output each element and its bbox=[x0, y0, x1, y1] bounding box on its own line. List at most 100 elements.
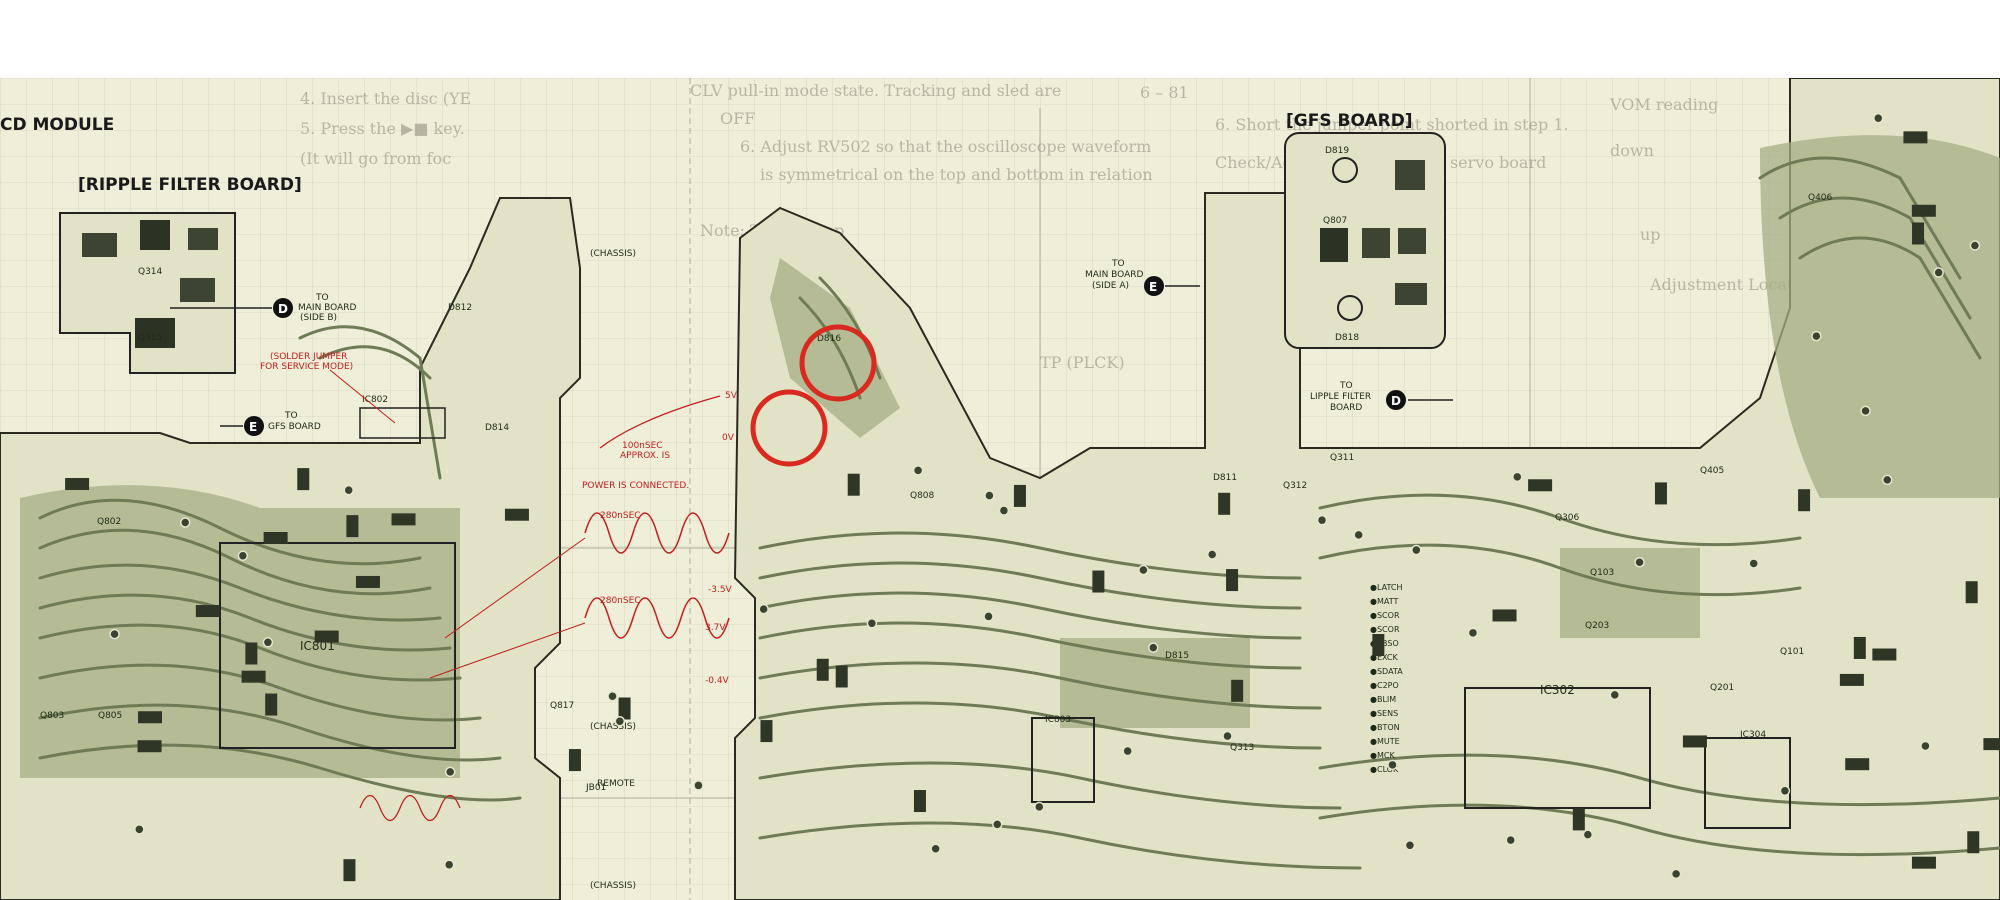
svg-text:5. Press the ▶■ key.: 5. Press the ▶■ key. bbox=[300, 119, 465, 138]
svg-text:BOARD: BOARD bbox=[1330, 403, 1362, 413]
svg-text:CLV pull-in mode state. Tracki: CLV pull-in mode state. Tracking and sle… bbox=[690, 81, 1061, 100]
signal-name: ●CLOK bbox=[1370, 765, 1399, 774]
via-pad bbox=[693, 780, 704, 791]
svg-text:Q311: Q311 bbox=[1330, 453, 1354, 463]
via-pad bbox=[262, 637, 274, 648]
smd-part bbox=[913, 790, 926, 813]
via-pad bbox=[1920, 740, 1931, 752]
highlight-circle-d816 bbox=[799, 324, 877, 402]
svg-text:VOM reading: VOM reading bbox=[1609, 95, 1718, 114]
svg-text:FOR SERVICE MODE): FOR SERVICE MODE) bbox=[260, 362, 353, 372]
svg-text:GFS BOARD: GFS BOARD bbox=[268, 422, 321, 432]
via-pad bbox=[1122, 745, 1133, 757]
signal-name-list: ●LATCH●MATT●SCOR●SCOR●SBSO●EXCK●SDATA●C2… bbox=[1370, 583, 1403, 774]
via-pad bbox=[866, 618, 878, 629]
svg-text:Q103: Q103 bbox=[1590, 568, 1614, 578]
svg-text:up: up bbox=[1640, 225, 1661, 244]
red-annotations: (SOLDER JUMPER FOR SERVICE MODE) POWER I… bbox=[260, 352, 738, 822]
svg-text:(SIDE A): (SIDE A) bbox=[1092, 281, 1129, 291]
smd-part bbox=[1231, 679, 1244, 702]
via-pad bbox=[1872, 112, 1884, 124]
smd-part bbox=[1872, 648, 1897, 661]
svg-text:E: E bbox=[1149, 280, 1157, 294]
ic304: IC304 bbox=[1704, 730, 1791, 829]
connector-d-left[interactable]: D TO MAIN BOARD (SIDE B) bbox=[170, 293, 357, 323]
via-pad bbox=[1969, 240, 1981, 251]
svg-text:Q803: Q803 bbox=[40, 711, 64, 721]
smd-part bbox=[847, 473, 860, 496]
svg-text:IC304: IC304 bbox=[1740, 730, 1766, 740]
svg-text:D: D bbox=[278, 302, 288, 316]
smd-part bbox=[1654, 482, 1667, 505]
svg-text:100nSEC: 100nSEC bbox=[622, 441, 663, 451]
svg-text:APPROX. IS: APPROX. IS bbox=[620, 451, 670, 461]
smd-part bbox=[835, 665, 848, 688]
svg-text:D812: D812 bbox=[448, 303, 472, 313]
connector-e-mid[interactable]: E TO MAIN BOARD (SIDE A) bbox=[1085, 259, 1200, 296]
q314-label: Q314 bbox=[138, 267, 163, 277]
via-pad bbox=[1512, 471, 1523, 483]
smd-part bbox=[1845, 758, 1870, 771]
via-pad bbox=[1582, 829, 1594, 840]
via-pad bbox=[758, 603, 769, 615]
right-board-outline bbox=[733, 78, 2000, 900]
svg-text:TO: TO bbox=[284, 411, 298, 421]
smd-part bbox=[1911, 856, 1936, 869]
svg-text:-3.5V: -3.5V bbox=[708, 585, 733, 595]
svg-text:Q101: Q101 bbox=[1780, 647, 1804, 657]
via-pad bbox=[1748, 558, 1759, 569]
via-pad bbox=[1404, 840, 1416, 851]
via-pad bbox=[1353, 529, 1364, 541]
smd-part bbox=[1372, 634, 1385, 657]
svg-text:TO: TO bbox=[1339, 381, 1353, 391]
smd-part bbox=[355, 575, 380, 588]
smd-part bbox=[137, 740, 162, 753]
connector-d-right[interactable]: D TO LIPPLE FILTER BOARD bbox=[1310, 381, 1453, 413]
signal-name: ●C2PO bbox=[1370, 681, 1399, 690]
ripple-filter-board bbox=[59, 212, 236, 374]
smd-part bbox=[1798, 489, 1811, 512]
ic802: IC802 bbox=[359, 395, 446, 439]
highlight-circle-part bbox=[750, 389, 828, 467]
svg-text:(SOLDER JUMPER: (SOLDER JUMPER bbox=[270, 352, 347, 362]
via-pad bbox=[1634, 557, 1645, 568]
signal-name: ●BLIM bbox=[1370, 695, 1396, 704]
smd-part bbox=[1903, 131, 1928, 144]
smd-part bbox=[1218, 492, 1231, 515]
via-pad bbox=[992, 819, 1003, 830]
smd-part bbox=[760, 720, 773, 743]
svg-text:(It will go from foc: (It will go from foc bbox=[300, 149, 451, 168]
svg-text:(CHASSIS): (CHASSIS) bbox=[590, 881, 636, 891]
svg-text:280nSEC: 280nSEC bbox=[600, 511, 641, 521]
via-pad bbox=[237, 550, 249, 561]
d818-label: D818 bbox=[1335, 333, 1359, 343]
svg-text:4. Insert the disc (YE: 4. Insert the disc (YE bbox=[300, 89, 471, 108]
component-labels: D812 D814 Q817 Q803 Q805 Q802 D816 Q808 … bbox=[40, 193, 1833, 891]
via-pad bbox=[1505, 834, 1516, 846]
smd-part bbox=[65, 478, 90, 491]
via-pad bbox=[444, 766, 456, 778]
svg-text:(CHASSIS): (CHASSIS) bbox=[590, 249, 636, 259]
smd-part bbox=[241, 670, 266, 683]
signal-name: ●SDATA bbox=[1370, 667, 1403, 676]
via-pad bbox=[983, 611, 994, 622]
signal-name: ●LATCH bbox=[1370, 583, 1403, 592]
via-pad bbox=[607, 690, 618, 702]
svg-text:5V: 5V bbox=[725, 391, 738, 401]
cd-module-title: CD MODULE bbox=[0, 115, 114, 135]
connector-e-left[interactable]: E TO GFS BOARD bbox=[220, 411, 321, 436]
via-pad bbox=[1779, 785, 1791, 797]
svg-text:D815: D815 bbox=[1165, 651, 1189, 661]
svg-text:TO: TO bbox=[315, 293, 329, 303]
svg-text:280nSEC: 280nSEC bbox=[600, 596, 641, 606]
svg-text:E: E bbox=[249, 420, 257, 434]
svg-text:6 – 81: 6 – 81 bbox=[1140, 83, 1189, 102]
via-pad bbox=[1034, 801, 1045, 813]
svg-text:Q306: Q306 bbox=[1555, 513, 1580, 523]
svg-text:MAIN BOARD: MAIN BOARD bbox=[1085, 270, 1144, 280]
svg-text:LIPPLE FILTER: LIPPLE FILTER bbox=[1310, 392, 1371, 402]
via-pad bbox=[443, 859, 455, 870]
smd-part bbox=[1983, 738, 2000, 751]
svg-text:POWER IS CONNECTED.: POWER IS CONNECTED. bbox=[582, 481, 689, 491]
copper-traces bbox=[38, 156, 2000, 870]
